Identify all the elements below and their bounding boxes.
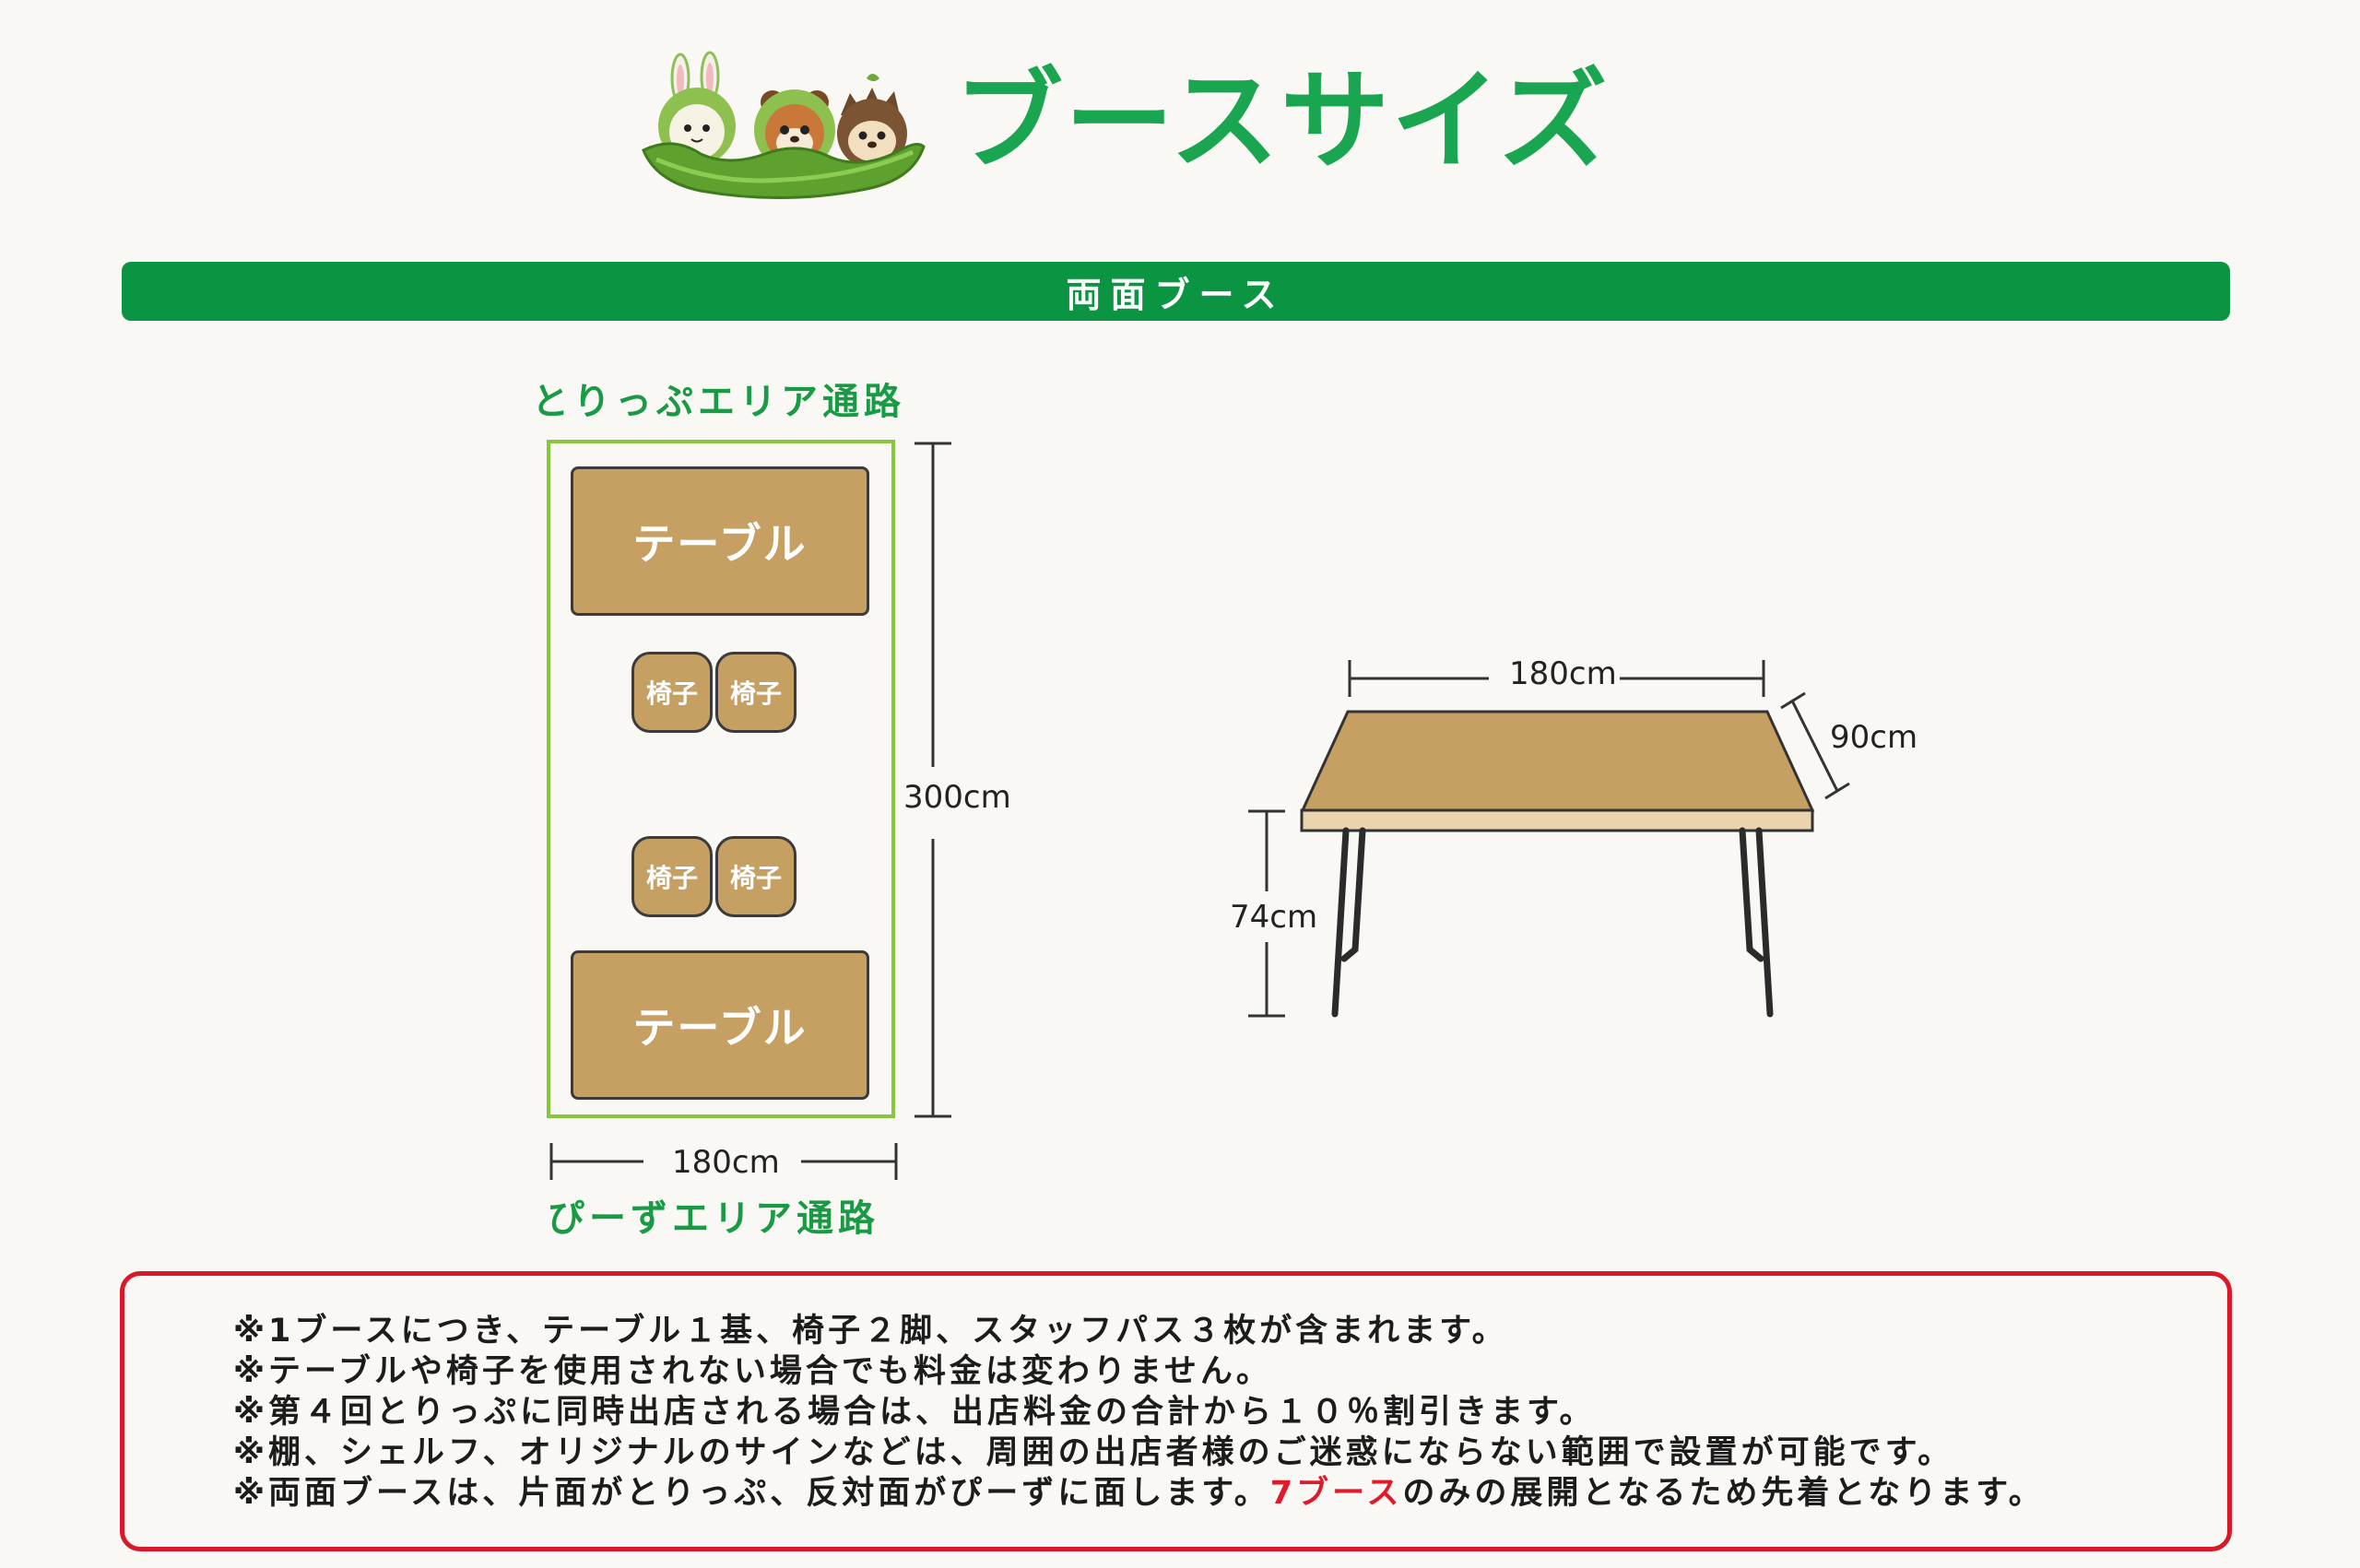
table-top-plan: テーブル [571, 466, 869, 616]
note-line: ※両面ブースは、片面がとりっぷ、反対面がぴーずに面します。7ブースのみの展開とな… [233, 1473, 2227, 1514]
section-header-double-sided-booth: 両面ブース [122, 262, 2230, 321]
booth-outline [547, 440, 895, 1118]
plan-dimension-lines [549, 442, 951, 1180]
table-dimension-lines [1248, 660, 1850, 1018]
table-width-label: 180cm [1509, 655, 1617, 692]
chair: 椅子 [631, 652, 713, 733]
table-height-label: 74cm [1230, 899, 1318, 936]
note-highlight: 7ブース [1269, 1475, 1403, 1512]
bean-pod-mascot-logo [642, 51, 926, 199]
chair: 椅子 [631, 836, 713, 917]
note-line: ※第４回とりっぷに同時出店される場合は、出店料金の合計から１０％割引きます。 [233, 1394, 1596, 1431]
note-line: ※1ブースにつき、テーブル１基、椅子２脚、スタッフパス３枚が含まれます。 [233, 1313, 1508, 1350]
plan-width-label: 180cm [672, 1144, 780, 1181]
folding-table-illustration [1300, 710, 1815, 1018]
note-line: ※テーブルや椅子を使用されない場合でも料金は変わりません。 [233, 1353, 1272, 1390]
note-text: のみの展開となるため先着となります。 [1402, 1475, 2045, 1512]
aisle-label-top: とりっぷエリア通路 [532, 381, 905, 423]
notes-box: ※1ブースにつき、テーブル１基、椅子２脚、スタッフパス３枚が含まれます。 ※テー… [120, 1271, 2232, 1551]
table-depth-label: 90cm [1830, 719, 1918, 756]
note-text: ※両面ブースは、片面がとりっぷ、反対面がぴーずに面します。 [233, 1475, 1270, 1512]
table-bottom-plan: テーブル [571, 950, 869, 1100]
note-line: ※棚、シェルフ、オリジナルのサインなどは、周囲の出店者様のご迷惑にならない範囲で… [233, 1434, 1954, 1471]
chair: 椅子 [715, 652, 796, 733]
plan-depth-label: 300cm [903, 779, 1011, 816]
chair: 椅子 [715, 836, 796, 917]
aisle-label-bottom: ぴーずエリア通路 [548, 1197, 879, 1240]
page-title: ブースサイズ [954, 57, 1610, 184]
